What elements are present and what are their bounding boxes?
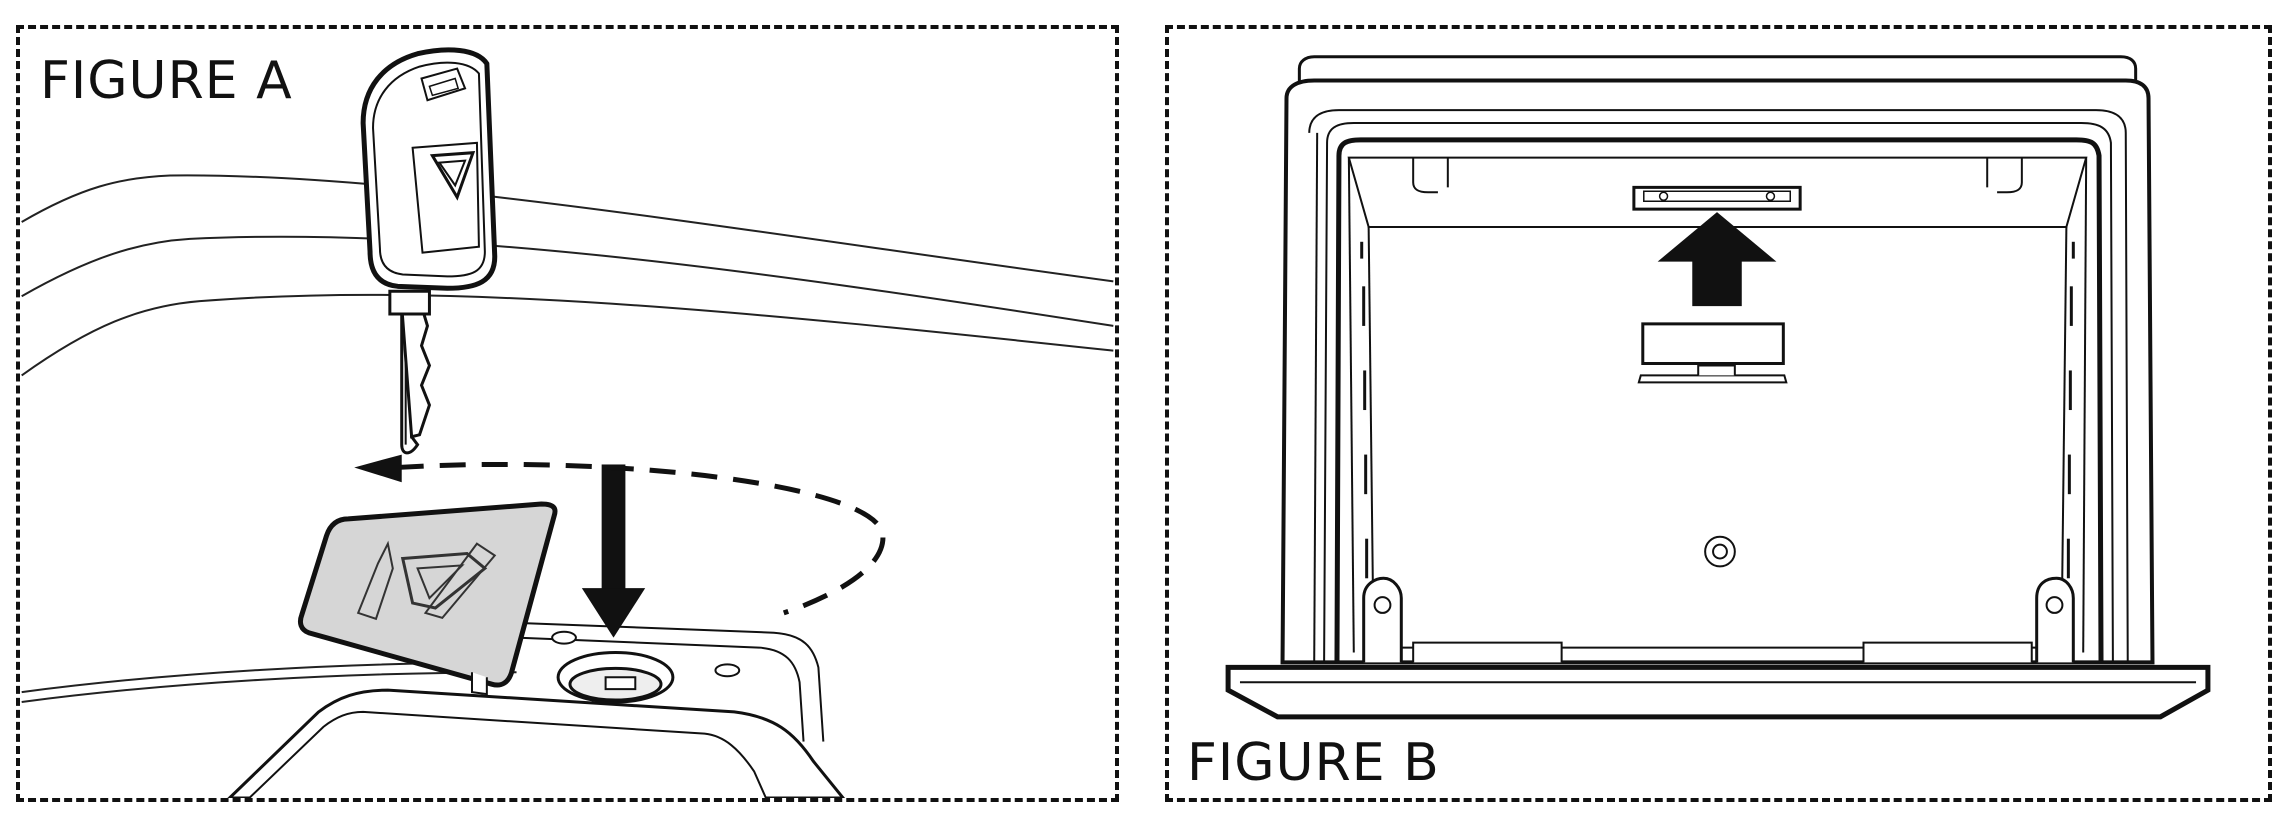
figure-a-illustration [20, 29, 1115, 798]
shelf-lines [22, 175, 1114, 702]
rotate-arrow [398, 464, 883, 612]
cover-plate [300, 504, 555, 694]
figure-b-label: FIGURE B [1187, 733, 1440, 793]
rotate-arrowhead [354, 454, 402, 483]
small-bracket [1639, 365, 1786, 382]
door-panel [1228, 667, 2208, 716]
side-slots [1362, 242, 2074, 578]
insert-arrow [581, 464, 646, 638]
figure-b-illustration [1169, 29, 2268, 798]
screw [1705, 537, 1735, 567]
figure-a-panel: FIGURE A [16, 25, 1119, 802]
hinges [1364, 578, 2074, 663]
release-arrow [1657, 212, 1777, 307]
latch [1634, 187, 1800, 209]
label-recess [1643, 324, 1784, 364]
figure-a-label: FIGURE A [40, 51, 293, 111]
key [363, 50, 495, 453]
key-slot [552, 632, 739, 702]
safe-body [230, 623, 844, 798]
figure-b-panel: FIGURE B [1165, 25, 2272, 802]
